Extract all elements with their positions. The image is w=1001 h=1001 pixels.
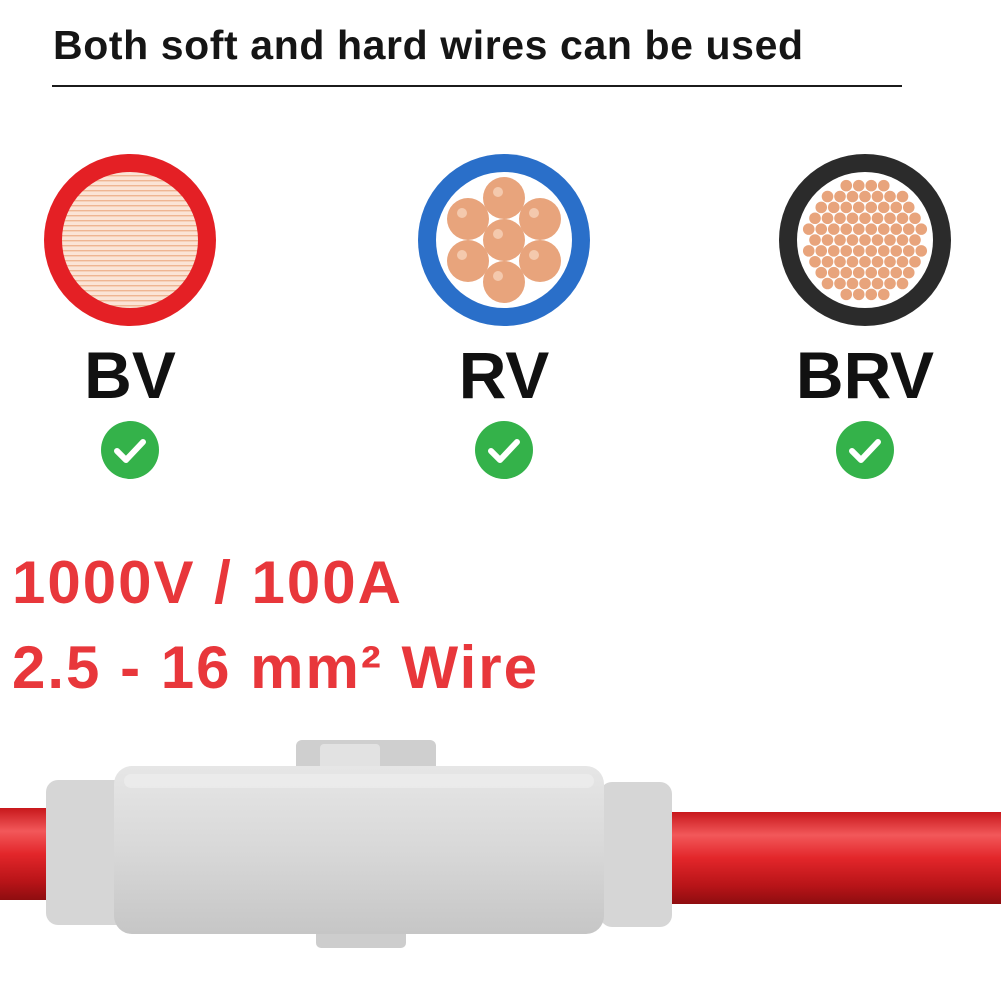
wire-type-brv: BRV (745, 152, 985, 482)
wire-connector-illustration (0, 740, 1001, 948)
wire-label-bv: BV (84, 338, 176, 412)
check-circle-icon (101, 421, 159, 479)
voltage-current-rating: 1000V / 100A (12, 549, 403, 616)
wire-type-rv: RV (384, 152, 624, 482)
right-red-wire (650, 812, 1001, 904)
wire-label-rv: RV (458, 338, 550, 412)
wire-size-range: 2.5 - 16 mm² Wire (12, 634, 539, 701)
bv-wire-cross-section-icon (44, 154, 216, 326)
brv-wire-cross-section-icon (779, 154, 951, 326)
page-title: Both soft and hard wires can be used (53, 22, 804, 68)
wire-type-bv: BV (10, 152, 250, 482)
wire-label-brv: BRV (795, 338, 935, 412)
connector-body (114, 766, 604, 934)
title-divider (52, 85, 902, 87)
rv-wire-cross-section-icon (418, 154, 590, 326)
right-end-cap (600, 782, 672, 927)
check-circle-icon (836, 421, 894, 479)
check-circle-icon (475, 421, 533, 479)
